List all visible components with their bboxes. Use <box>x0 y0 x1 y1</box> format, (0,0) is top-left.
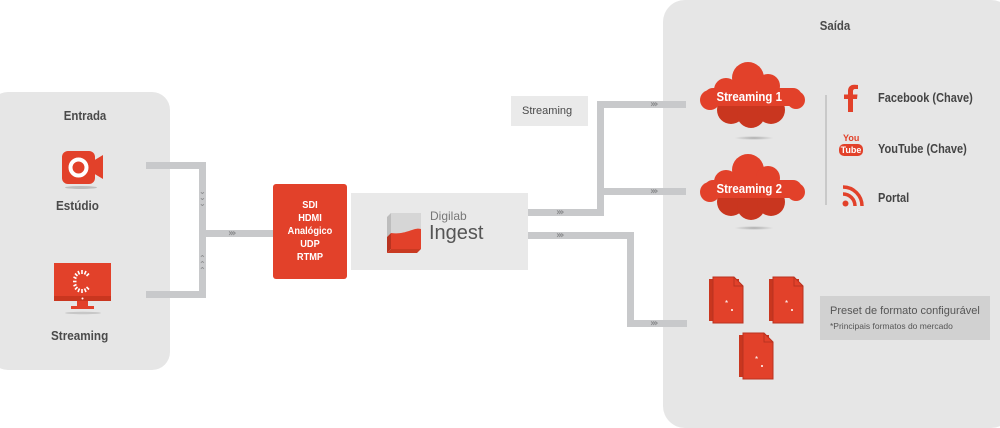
protocol-hdmi: HDMI <box>298 212 322 224</box>
output-panel <box>663 0 1000 428</box>
arrow-right-icon: ››› <box>650 186 659 197</box>
connector-studio <box>146 162 206 169</box>
input-studio-label: Estúdio <box>56 198 99 213</box>
protocols-box: SDI HDMI Analógico UDP RTMP <box>273 184 347 279</box>
connector-stream1 <box>597 101 686 108</box>
connector-to-protocols <box>199 230 273 237</box>
facebook-icon <box>842 84 860 117</box>
file-icon: * <box>738 332 776 385</box>
cloud-streaming-2: Streaming 2 <box>696 150 810 230</box>
file-icon: * <box>768 276 806 329</box>
connector-presets <box>627 320 687 327</box>
arrow-down-icon: ⌄⌄⌄ <box>199 187 206 208</box>
service-youtube-label: YouTube (Chave) <box>878 142 967 156</box>
ingest-box: Digilab Ingest <box>351 193 528 270</box>
input-panel-title: Entrada <box>63 108 107 123</box>
protocol-udp: UDP <box>300 238 320 250</box>
ingest-logo-icon <box>385 209 425 258</box>
connector-streams-vertical <box>597 101 604 216</box>
streaming-tag: Streaming <box>511 96 588 126</box>
arrow-right-icon: ››› <box>556 230 565 241</box>
connector-stream2 <box>597 188 686 195</box>
youtube-icon: You Tube <box>838 133 866 159</box>
svg-text:*: * <box>785 299 788 308</box>
preset-note: *Principais formatos do mercado <box>830 321 953 331</box>
arrow-right-icon: ››› <box>650 318 659 329</box>
svg-text:*: * <box>725 299 728 308</box>
connector-ingest-streams <box>528 209 604 216</box>
connector-streaming-in <box>146 291 206 298</box>
cloud-shadow <box>734 136 774 140</box>
connector-ingest-presets <box>528 232 634 239</box>
svg-text:*: * <box>755 355 758 364</box>
youtube-icon-you: You <box>843 133 860 143</box>
ingest-brand: Digilab <box>430 209 467 223</box>
file-icon: * <box>708 276 746 329</box>
arrow-up-icon: ⌃⌃⌃ <box>199 254 206 275</box>
rss-icon <box>842 185 864 212</box>
protocol-sdi: SDI <box>302 199 318 211</box>
protocol-rtmp: RTMP <box>296 251 324 263</box>
camera-icon <box>61 149 105 189</box>
arrow-right-icon: ››› <box>556 207 565 218</box>
cloud-streaming-1: Streaming 1 <box>696 58 810 138</box>
cloud-label-2: Streaming 2 <box>716 181 782 196</box>
service-portal-label: Portal <box>878 191 910 205</box>
cloud-shadow <box>734 226 774 230</box>
protocol-analog: Analógico <box>287 225 333 237</box>
streaming-tag-label: Streaming <box>522 105 573 117</box>
services-divider <box>825 95 827 205</box>
ingest-product: Ingest <box>429 222 484 244</box>
cloud-label-1: Streaming 1 <box>716 89 782 104</box>
service-facebook-label: Facebook (Chave) <box>878 91 973 105</box>
connector-presets-vertical <box>627 232 634 327</box>
output-panel-title: Saída <box>819 18 851 33</box>
arrow-right-icon: ››› <box>650 99 659 110</box>
youtube-icon-tube: Tube <box>839 144 863 156</box>
input-panel <box>0 92 170 370</box>
input-streaming-label: Streaming <box>51 328 109 343</box>
preset-title: Preset de formato configurável <box>830 305 980 317</box>
arrow-right-icon: ››› <box>228 228 237 239</box>
preset-info-box: Preset de formato configurável *Principa… <box>820 296 990 340</box>
monitor-icon <box>53 262 113 316</box>
